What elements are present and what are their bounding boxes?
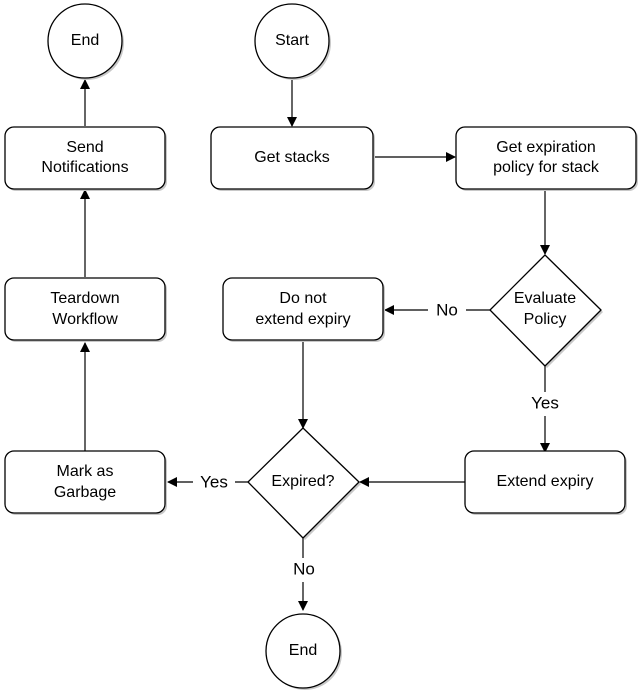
node-end-bottom: End [265, 613, 342, 690]
node-evaluate-policy: Evaluate Policy [489, 254, 603, 368]
node-teardown-line1: Teardown [50, 290, 119, 307]
edge-label-evaluate-no: No [436, 300, 458, 319]
edge-label-expired-yes: Yes [200, 472, 228, 491]
node-end-top: End [47, 3, 124, 80]
node-notify-line2: Notifications [41, 159, 128, 176]
node-mark-garbage: Mark as Garbage [4, 450, 167, 515]
node-extend-expiry: Extend expiry [464, 450, 627, 515]
edge-label-expired-no: No [293, 559, 315, 578]
node-teardown-line2: Workflow [52, 311, 118, 328]
node-do-not-extend-line1: Do not [279, 290, 327, 307]
edge-labels: No Yes Yes No [193, 298, 564, 582]
node-do-not-extend-line2: extend expiry [255, 311, 350, 328]
node-mark-garbage-line2: Garbage [54, 484, 116, 501]
node-end-top-label: End [71, 32, 99, 49]
node-extend-label: Extend expiry [497, 473, 594, 490]
node-notify-line1: Send [66, 139, 103, 156]
node-teardown-workflow: Teardown Workflow [4, 277, 167, 342]
node-mark-garbage-line1: Mark as [57, 463, 114, 480]
node-evaluate-line1: Evaluate [514, 290, 576, 307]
node-get-stacks-label: Get stacks [254, 149, 330, 166]
edge-label-evaluate-yes: Yes [531, 393, 559, 412]
node-get-policy-line2: policy for stack [493, 159, 600, 176]
node-evaluate-line2: Policy [524, 311, 567, 328]
node-end-bottom-label: End [289, 642, 317, 659]
node-start-label: Start [275, 32, 309, 49]
node-start: Start [254, 3, 331, 80]
node-get-policy-line1: Get expiration [496, 139, 596, 156]
nodes: Start End Get stacks Get expiration poli… [4, 3, 638, 690]
node-send-notifications: Send Notifications [4, 126, 167, 191]
node-do-not-extend: Do not extend expiry [222, 277, 385, 342]
node-expired: Expired? [247, 427, 361, 540]
node-expired-label: Expired? [271, 473, 334, 490]
node-get-stacks: Get stacks [210, 126, 375, 191]
node-get-policy: Get expiration policy for stack [455, 126, 638, 191]
